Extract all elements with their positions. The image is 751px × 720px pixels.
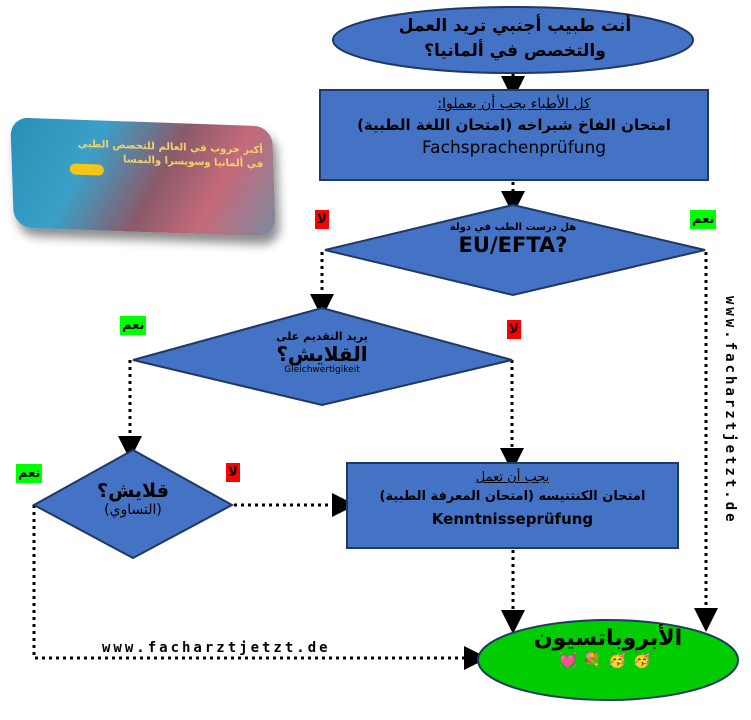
yes-label: نعم <box>690 210 717 229</box>
step2-line2: Kenntnisseprüfung <box>431 510 594 528</box>
decision3-diamond <box>31 448 235 560</box>
decision2-text: يريد التقديم على القلايش؟ Gleichwertigik… <box>222 330 422 375</box>
start-line1: أنت طبيب أجنبي تريد العمل <box>398 16 632 36</box>
end-text: الأبروباتسيون 💓💐🥳🥳 <box>508 626 708 669</box>
watermark-vertical: www.facharztjetzt.de <box>722 296 738 525</box>
decision1-diamond <box>324 203 706 297</box>
no-label: لا <box>226 463 240 482</box>
watermark-bottom: www.facharztjetzt.de <box>102 640 331 656</box>
step1-line2: Fachsprachenprüfung <box>421 138 607 158</box>
decision1-line1: هل درست الطب في دولة <box>449 222 577 233</box>
decision1-line2: EU/EFTA? <box>458 233 568 257</box>
step2-heading: يجب أن تعمل <box>475 470 550 485</box>
no-label: لا <box>315 210 329 229</box>
decision1-text: هل درست الطب في دولة EU/EFTA? <box>413 222 613 257</box>
step1-heading: كل الأطباء يجب أن يعملوا: <box>437 96 591 112</box>
end-ellipse <box>477 619 739 701</box>
step1-line1: امتحان الفاخ شبراخه (امتحان اللغة الطبية… <box>357 116 671 134</box>
decision3-line1: قلايش؟ <box>97 480 169 502</box>
start-line2: والتخصص في ألمانيا؟ <box>424 41 606 61</box>
start-ellipse <box>332 6 694 74</box>
yes-label: نعم <box>120 316 147 335</box>
celebration-emojis: 💓💐🥳🥳 <box>558 651 658 669</box>
decision2-line2: القلايش؟ <box>276 342 368 366</box>
step2-line1: امتحان الكنتنيسه (امتحان المعرفة الطبية) <box>379 489 646 504</box>
decision3-text: قلايش؟ (التساوي) <box>73 480 193 518</box>
connector <box>32 505 488 670</box>
yes-label: نعم <box>16 464 43 483</box>
decision3-line2: (التساوي) <box>104 502 162 518</box>
decision2-line1: يريد التقديم على <box>276 330 368 343</box>
no-label: لا <box>507 320 521 339</box>
step2-box <box>346 462 679 549</box>
step2-text: يجب أن تعمل امتحان الكنتنيسه (امتحان الم… <box>349 470 676 528</box>
end-label: الأبروباتسيون <box>533 626 683 651</box>
decision2-diamond <box>132 306 513 407</box>
decision2-line3: Gleichwertigikeit <box>284 365 360 375</box>
start-text: أنت طبيب أجنبي تريد العمل والتخصص في ألم… <box>370 14 660 64</box>
step1-box <box>319 89 709 181</box>
step1-text: كل الأطباء يجب أن يعملوا: امتحان الفاخ ش… <box>322 96 706 158</box>
